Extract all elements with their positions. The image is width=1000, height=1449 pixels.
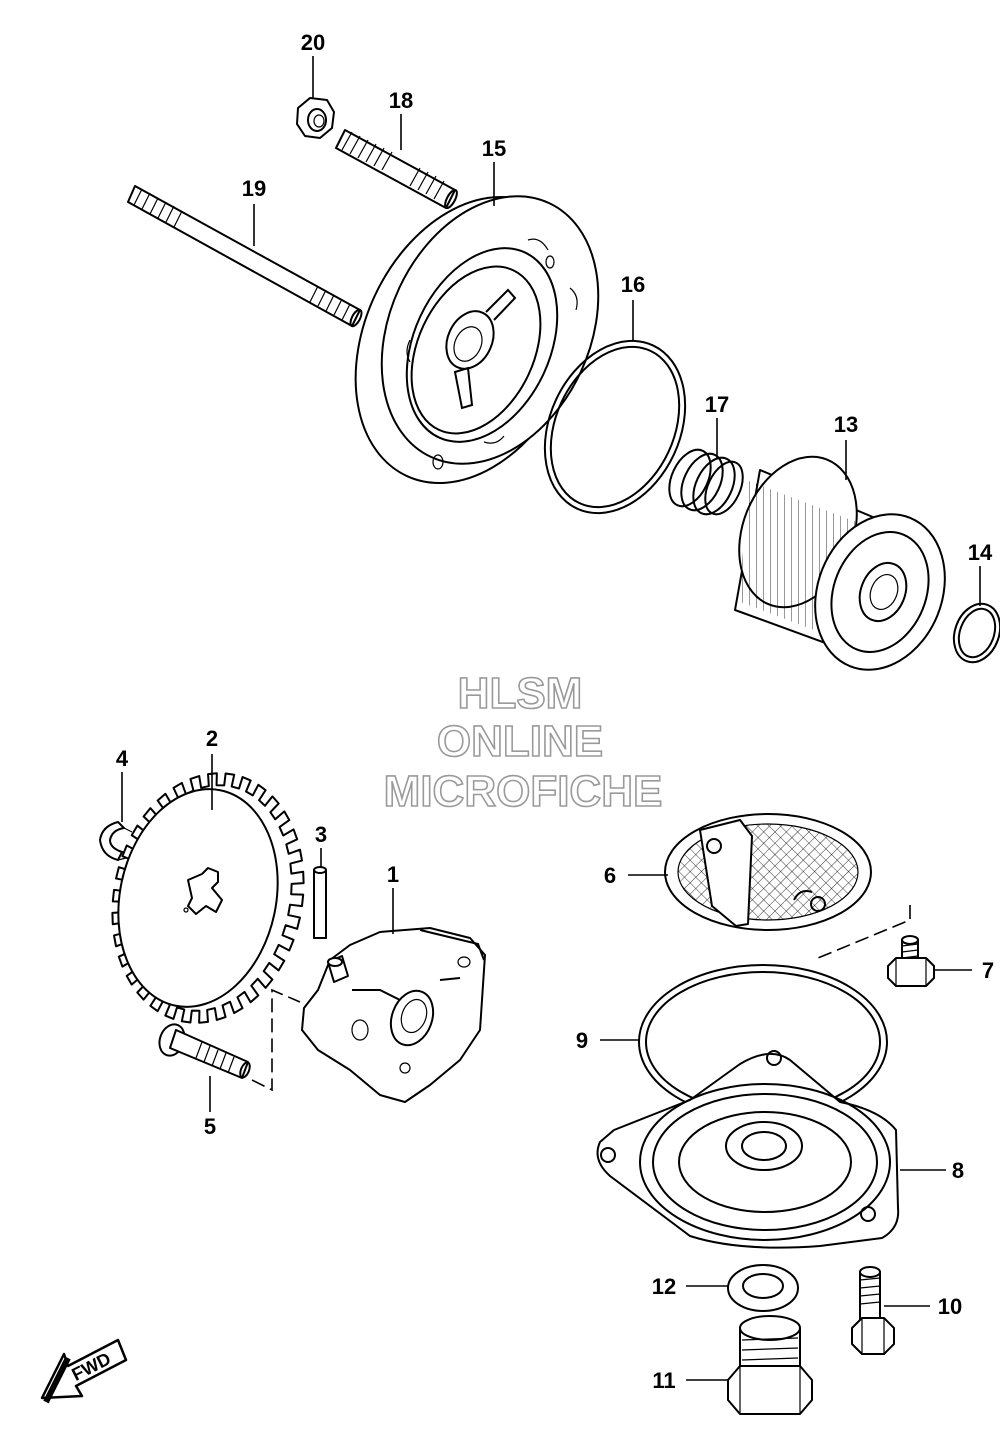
- callout-16: 16: [621, 272, 645, 297]
- callout-18: 18: [389, 88, 413, 113]
- drain-plug-part-11: [727, 1315, 813, 1415]
- callout-19: 19: [242, 176, 266, 201]
- gear-part-2: [111, 772, 305, 1024]
- callout-6: 6: [604, 863, 616, 888]
- oil-pan-plate-part-8: [596, 1050, 900, 1249]
- watermark-line-3: MICROFICHE: [384, 767, 663, 816]
- o-ring-part-16: [543, 339, 687, 515]
- callout-7: 7: [982, 958, 994, 983]
- callout-11: 11: [652, 1368, 675, 1393]
- strainer-part-6: [664, 813, 872, 931]
- o-ring-part-14: [952, 602, 1000, 664]
- callout-8: 8: [952, 1158, 964, 1183]
- callout-5: 5: [204, 1114, 216, 1139]
- callout-9: 9: [576, 1028, 588, 1053]
- stud-part-19: [127, 185, 363, 328]
- circlip-part-4: [98, 820, 133, 862]
- callout-1: 1: [387, 862, 399, 887]
- filter-cover-part-15: [354, 195, 600, 485]
- callout-10: 10: [938, 1294, 962, 1319]
- nut-part-20: [296, 97, 335, 139]
- installation-dashline-6: [817, 905, 911, 959]
- oil-pump-part-1: [301, 927, 486, 1103]
- callout-3: 3: [315, 822, 327, 847]
- installation-dashline-5: [251, 988, 301, 1092]
- callout-4: 4: [116, 746, 129, 771]
- watermark-line-2: ONLINE: [437, 717, 603, 766]
- callout-12: 12: [652, 1274, 676, 1299]
- spring-part-17: [668, 448, 744, 516]
- bolt-part-10: [851, 1266, 895, 1355]
- bolt-part-5: [158, 1023, 251, 1079]
- washer-part-12: [727, 1264, 799, 1312]
- leader-lines: [121, 56, 981, 1381]
- callout-15: 15: [482, 136, 506, 161]
- callout-17: 17: [705, 392, 729, 417]
- callout-2: 2: [206, 726, 218, 751]
- watermark-line-1: HLSM: [458, 669, 583, 718]
- pin-part-3: [313, 866, 327, 939]
- bolt-part-7: [887, 935, 935, 987]
- oil-filter-part-13: [734, 455, 946, 671]
- callout-14: 14: [968, 540, 993, 565]
- stud-part-18: [335, 129, 458, 210]
- callout-13: 13: [834, 412, 858, 437]
- callout-20: 20: [301, 30, 325, 55]
- fwd-direction-arrow: FWD: [40, 1338, 128, 1404]
